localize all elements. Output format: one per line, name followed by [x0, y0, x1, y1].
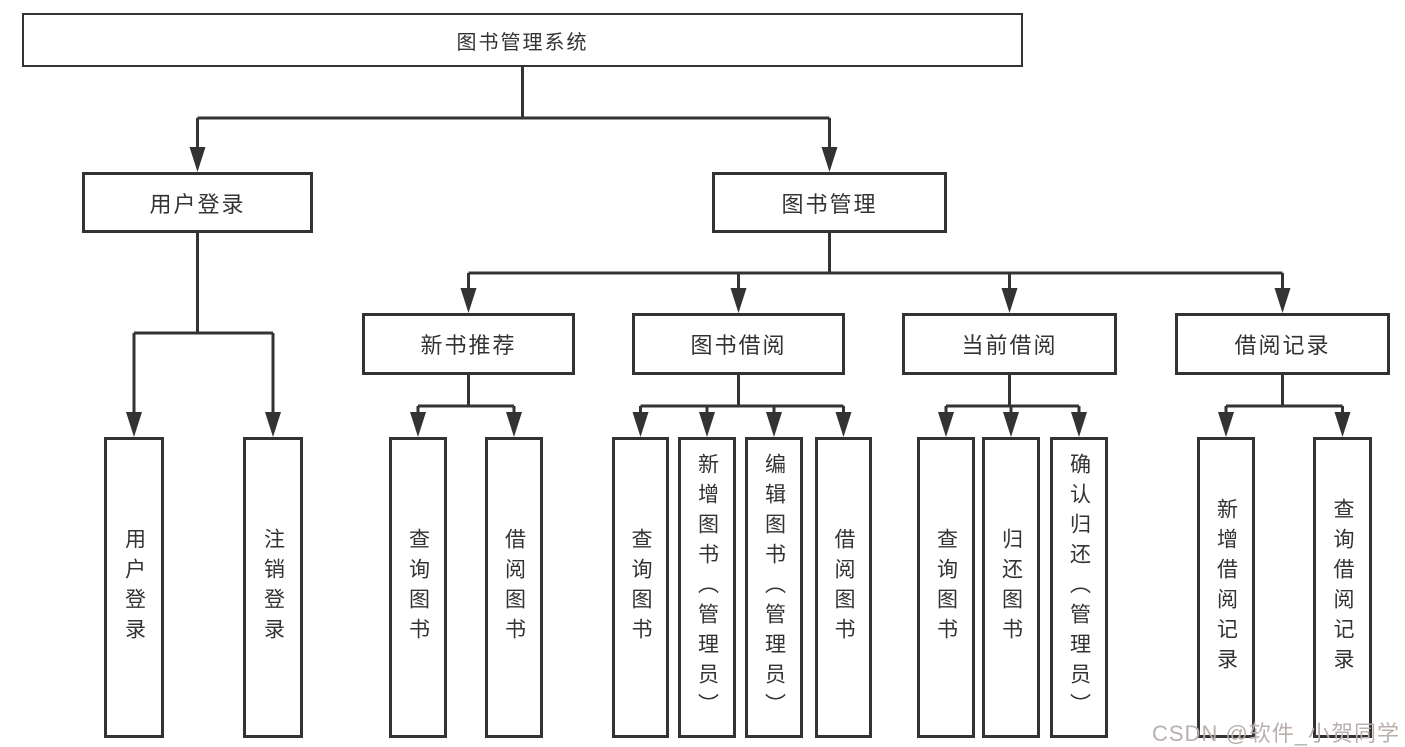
arrowhead-icon	[1334, 412, 1351, 437]
arrowhead-icon	[460, 288, 477, 313]
arrowhead-icon	[189, 147, 206, 172]
node-book-mgmt: 图书管理	[712, 172, 947, 233]
node-leaf-add-book-admin: 新增图书（管理员）	[678, 437, 736, 738]
node-leaf-edit-book-admin: 编辑图书（管理员）	[745, 437, 803, 738]
arrowhead-icon	[1003, 412, 1019, 437]
node-leaf-borrow-books-2: 借阅图书	[815, 437, 872, 738]
arrowhead-icon	[506, 412, 522, 437]
arrowhead-icon	[1274, 288, 1291, 313]
watermark-text: CSDN @软件_小贺同学	[1152, 721, 1401, 746]
node-current-borrow: 当前借阅	[902, 313, 1117, 375]
node-leaf-confirm-return-admin: 确认归还（管理员）	[1050, 437, 1108, 738]
node-new-book-rec: 新书推荐	[362, 313, 575, 375]
node-leaf-query-books-2: 查询图书	[612, 437, 669, 738]
arrowhead-icon	[835, 412, 852, 437]
arrowhead-icon	[1218, 412, 1234, 437]
node-user-login-group: 用户登录	[82, 172, 313, 233]
node-leaf-add-borrow-record: 新增借阅记录	[1197, 437, 1255, 738]
arrowhead-icon	[1071, 412, 1087, 437]
node-leaf-return-book: 归还图书	[982, 437, 1040, 738]
arrowhead-icon	[730, 288, 747, 313]
arrowhead-icon	[821, 147, 838, 172]
node-leaf-query-borrow-record: 查询借阅记录	[1313, 437, 1372, 738]
arrowhead-icon	[938, 412, 954, 437]
node-book-borrow: 图书借阅	[632, 313, 845, 375]
node-leaf-user-login: 用户登录	[104, 437, 164, 738]
node-root: 图书管理系统	[22, 13, 1023, 67]
node-leaf-query-books-1: 查询图书	[389, 437, 447, 738]
node-leaf-query-books-3: 查询图书	[917, 437, 975, 738]
arrowhead-icon	[1001, 288, 1018, 313]
arrowhead-icon	[699, 412, 715, 437]
arrowhead-icon	[632, 412, 649, 437]
node-borrow-records: 借阅记录	[1175, 313, 1390, 375]
node-leaf-logout: 注销登录	[243, 437, 303, 738]
arrowhead-icon	[410, 412, 426, 437]
arrowhead-icon	[766, 412, 782, 437]
arrowhead-icon	[126, 412, 142, 437]
arrowhead-icon	[265, 412, 281, 437]
node-leaf-borrow-books-1: 借阅图书	[485, 437, 543, 738]
